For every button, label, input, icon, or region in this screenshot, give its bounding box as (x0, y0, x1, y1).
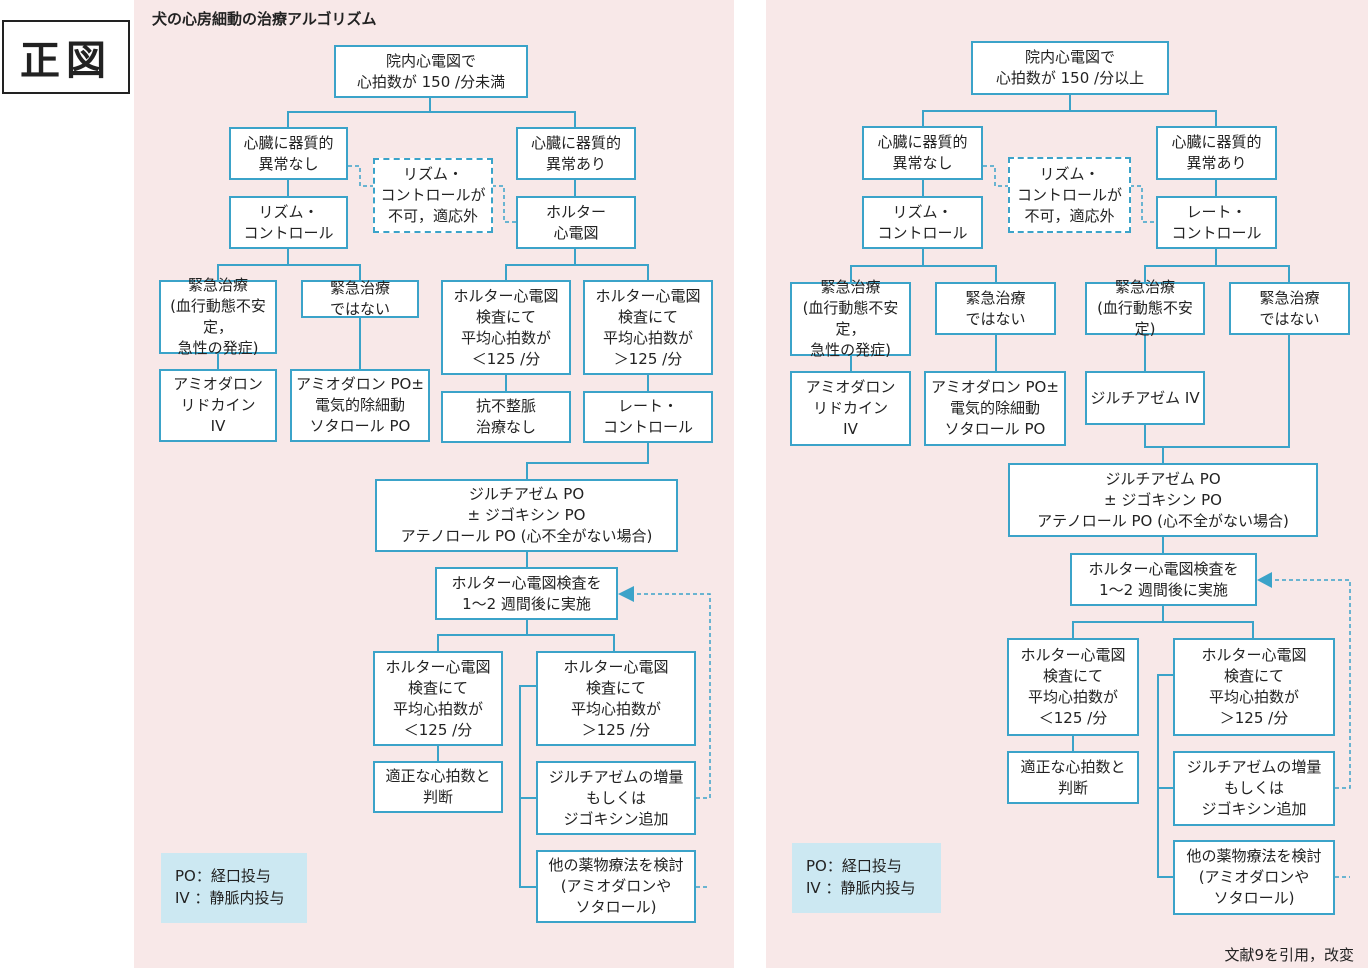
right-non-emergency-node: 緊急治療 ではない (935, 282, 1056, 335)
citation: 文献9を引用，改変 (1224, 946, 1354, 964)
dashed-connector (1272, 579, 1351, 789)
connector (1144, 425, 1163, 448)
connector (430, 111, 576, 128)
right-increase-diltiazem-node: ジルチアゼムの増量 もしくは ジゴキシン追加 (1173, 751, 1335, 826)
feedback-arrow (618, 586, 634, 602)
right-non-emergency-2-node: 緊急治療 ではない (1229, 282, 1350, 335)
right-recheck-over-125-node: ホルター心電図 検査にて 平均心拍数が ＞125 /分 (1173, 638, 1335, 736)
connector (519, 685, 536, 888)
connector (1144, 249, 1217, 282)
connector (850, 249, 924, 282)
feedback-arrow (1257, 572, 1272, 588)
left-diltiazem-po-node: ジルチアゼム PO ± ジゴキシン PO アテノロール PO (心不全がない場合… (375, 479, 678, 552)
left-amiodarone-po-node: アミオダロン PO± 電気的除細動 ソタロール PO (290, 369, 430, 442)
right-appropriate-rate-node: 適正な心拍数と 判断 (1007, 751, 1139, 804)
right-holter-recheck-node: ホルター心電図検査を 1〜2 週間後に実施 (1070, 553, 1257, 606)
left-no-structural-node: 心臓に器質的 異常なし (229, 127, 348, 180)
dashed-connector (1130, 185, 1158, 223)
left-rhythm-control-node: リズム・ コントロール (229, 196, 348, 249)
connector (1216, 265, 1290, 282)
left-holter-under-125-node: ホルター心電図 検査にて 平均心拍数が ＜125 /分 (441, 280, 571, 375)
left-holter-recheck-node: ホルター心電図検査を 1〜2 週間後に実施 (435, 567, 618, 620)
left-start-node: 院内心電図で 心拍数が 150 /分未満 (334, 45, 528, 98)
connector (575, 264, 649, 280)
dashed-connector (983, 165, 1009, 187)
right-rhythm-control-node: リズム・ コントロール (862, 196, 983, 249)
right-diltiazem-po-node: ジルチアゼム PO ± ジゴキシン PO アテノロール PO (心不全がない場合… (1008, 463, 1318, 537)
left-legend: PO：経口投与 IV ：静脈内投与 (161, 853, 307, 923)
left-increase-diltiazem-node: ジルチアゼムの増量 もしくは ジゴキシン追加 (536, 761, 696, 835)
connector (505, 249, 576, 280)
left-other-drugs-node: 他の薬物療法を検討 (アミオダロンや ソタロール) (536, 850, 696, 923)
connector (1157, 674, 1173, 878)
right-emergency-node: 緊急治療 (血行動態不安定， 急性の発症) (790, 278, 911, 359)
left-rate-control-node: レート・ コントロール (583, 391, 713, 443)
right-legend: PO：経口投与 IV ：静脈内投与 (792, 843, 941, 913)
right-other-drugs-node: 他の薬物療法を検討 (アミオダロンや ソタロール) (1173, 840, 1335, 915)
left-amiodarone-iv-node: アミオダロン リドカイン IV (159, 369, 277, 442)
connector (1072, 605, 1164, 638)
left-recheck-over-125-node: ホルター心電図 検査にて 平均心拍数が ＞125 /分 (536, 651, 696, 746)
right-recheck-under-125-node: ホルター心電図 検査にて 平均心拍数が ＜125 /分 (1007, 638, 1139, 736)
label-stamp: 正図 (2, 20, 130, 94)
right-start-node: 院内心電図で 心拍数が 150 /分以上 (971, 41, 1169, 95)
connector (1070, 110, 1217, 126)
right-amiodarone-po-node: アミオダロン PO± 電気的除細動 ソタロール PO (924, 371, 1066, 446)
left-rhythm-not-possible-node: リズム・ コントロールが 不可，適応外 (373, 158, 493, 233)
right-emergency-unstable-node: 緊急治療 (血行動態不安定) (1085, 278, 1205, 338)
right-rhythm-not-possible-node: リズム・ コントロールが 不可，適応外 (1008, 157, 1131, 233)
right-amiodarone-iv-node: アミオダロン リドカイン IV (790, 371, 911, 446)
connector (923, 265, 997, 282)
right-diltiazem-iv-node: ジルチアゼム IV (1085, 371, 1205, 425)
connector (287, 97, 431, 128)
connector (217, 249, 289, 280)
left-non-emergency-node: 緊急治療 ではない (301, 279, 419, 318)
diagram-title: 犬の心房細動の治療アルゴリズム (152, 10, 377, 28)
right-no-structural-node: 心臓に器質的 異常なし (862, 126, 983, 180)
left-recheck-under-125-node: ホルター心電図 検査にて 平均心拍数が ＜125 /分 (373, 651, 503, 746)
dashed-connector (492, 185, 516, 223)
dashed-connector (634, 593, 711, 799)
connector (526, 443, 649, 479)
left-appropriate-rate-node: 適正な心拍数と 判断 (373, 761, 503, 813)
left-no-antiarrhythmic-node: 抗不整脈 治療なし (441, 391, 571, 443)
connector (288, 264, 361, 280)
right-structural-node: 心臓に器質的 異常あり (1156, 126, 1277, 180)
connector (1163, 621, 1254, 638)
left-structural-node: 心臓に器質的 異常あり (516, 127, 636, 180)
left-emergency-node: 緊急治療 (血行動態不安定， 急性の発症) (159, 276, 277, 357)
connector (527, 634, 615, 651)
dashed-connector (348, 165, 374, 187)
left-holter-node: ホルター 心電図 (516, 196, 636, 249)
connector (922, 95, 1071, 126)
right-rate-control-node: レート・ コントロール (1156, 196, 1277, 249)
connector (437, 620, 528, 651)
connector (1162, 335, 1290, 463)
left-holter-over-125-node: ホルター心電図 検査にて 平均心拍数が ＞125 /分 (583, 280, 713, 375)
